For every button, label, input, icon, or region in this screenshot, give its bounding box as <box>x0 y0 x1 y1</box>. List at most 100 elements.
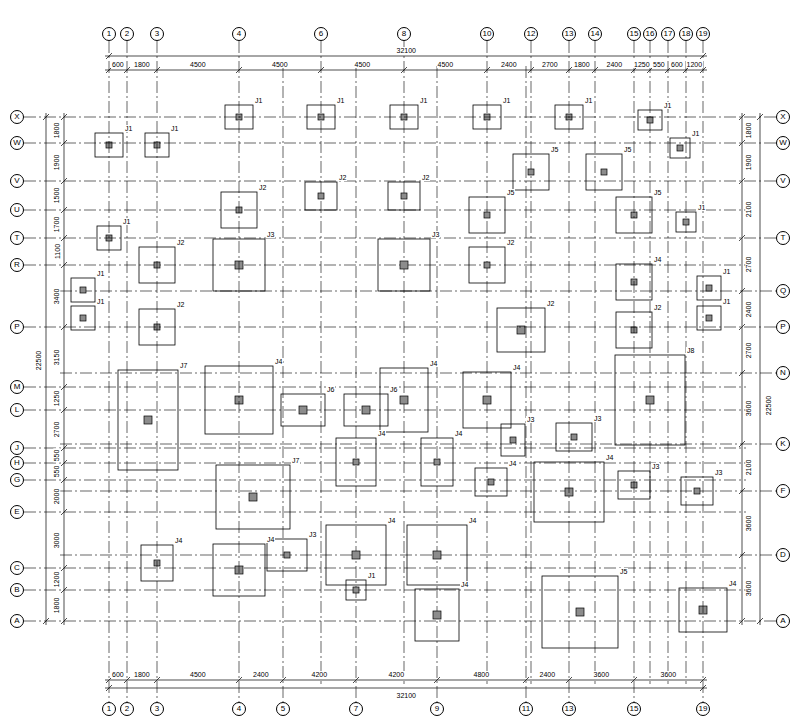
axis-bubble: Q <box>776 284 790 298</box>
axis-label: 15 <box>630 705 639 713</box>
text-run: J4 <box>729 580 736 587</box>
bubble-content: 1 <box>107 30 111 38</box>
axis-label: A <box>14 617 19 625</box>
footing-outline <box>305 182 337 210</box>
axis-bubble: 19 <box>696 27 710 41</box>
footing-outline <box>681 477 713 505</box>
text-run: J4 <box>469 517 476 524</box>
text-run: J1 <box>97 298 104 305</box>
footing-mark: J2 <box>258 184 267 191</box>
text-run: J4 <box>430 360 437 367</box>
bubble-content: W <box>779 139 787 147</box>
text-run: 4500 <box>190 61 206 68</box>
footing-mark: J5 <box>619 568 628 575</box>
text-run: 3600 <box>594 671 610 678</box>
dimension-text: 2400 <box>745 300 752 318</box>
text-run: 1250 <box>634 61 650 68</box>
footing-mark: J2 <box>338 174 347 181</box>
axis-label: J <box>15 444 19 452</box>
text-run: J5 <box>551 146 558 153</box>
footing-mark: J1 <box>254 97 263 104</box>
axis-bubble: R <box>10 258 24 272</box>
bubble-content: A <box>14 617 19 625</box>
text-run: J4 <box>267 536 274 543</box>
axis-label: T <box>781 234 786 242</box>
dimension-text: 1500 <box>53 187 60 205</box>
bubble-content: 3 <box>155 30 159 38</box>
bubble-content: 16 <box>646 30 655 38</box>
axis-line <box>24 327 776 328</box>
text-run: 4500 <box>190 671 206 678</box>
footing-mark: J1 <box>96 298 105 305</box>
axis-bubble: P <box>776 320 790 334</box>
overall-dimension: 32100 <box>396 47 417 54</box>
dimension-text: 3000 <box>53 531 60 549</box>
footing-mark: J4 <box>429 360 438 367</box>
axis-label: 19 <box>699 30 708 38</box>
axis-label: 9 <box>435 705 439 713</box>
bubble-content: 13 <box>565 30 574 38</box>
axis-label: 8 <box>402 30 406 38</box>
footing-mark: J3 <box>714 469 723 476</box>
axis-label: 17 <box>664 30 673 38</box>
axis-bubble: 5 <box>276 702 290 716</box>
text-run: J4 <box>606 454 613 461</box>
axis-bubble: V <box>10 174 24 188</box>
axis-bubble: 1 <box>102 27 116 41</box>
dimension-text: 3600 <box>745 579 752 597</box>
text-run: 4500 <box>355 61 371 68</box>
text-run: 4200 <box>312 671 328 678</box>
footing-mark: J5 <box>653 189 662 196</box>
footing-mark: J4 <box>387 517 396 524</box>
text-run: 2400 <box>540 671 556 678</box>
footing-outline <box>71 278 95 302</box>
text-run: J2 <box>547 300 554 307</box>
footing-mark: J2 <box>653 304 662 311</box>
axis-bubble: 17 <box>661 27 675 41</box>
axis-bubble: 14 <box>588 27 602 41</box>
text-run: 2000 <box>53 488 60 504</box>
axis-bubble: G <box>10 473 24 487</box>
column-section <box>694 488 700 494</box>
footing-mark: J4 <box>454 430 463 437</box>
text-run: 3600 <box>745 515 752 531</box>
bubble-content: 4 <box>237 30 241 38</box>
axis-bubble: T <box>10 231 24 245</box>
column-section <box>80 287 86 293</box>
bubble-content: X <box>14 113 19 121</box>
footing-mark: J5 <box>506 189 515 196</box>
text-run: 2700 <box>542 61 558 68</box>
dimension-text: 1700 <box>53 215 60 233</box>
text-run: J3 <box>267 231 274 238</box>
column-section <box>706 285 712 291</box>
dimension-text: 1100 <box>54 243 61 260</box>
column-section <box>318 114 324 120</box>
text-run: 2400 <box>501 61 517 68</box>
axis-line <box>24 117 776 118</box>
text-run: 2400 <box>745 301 752 317</box>
column-section <box>433 611 441 619</box>
axis-label: 19 <box>699 705 708 713</box>
dimension-lines <box>43 53 763 691</box>
overall-dimension: 22500 <box>765 394 772 415</box>
axis-label: A <box>780 617 785 625</box>
text-run: 2700 <box>745 342 752 358</box>
text-run: J1 <box>692 130 699 137</box>
footing-outline <box>281 394 325 426</box>
dimension-text: 2700 <box>53 420 60 438</box>
text-run: 32100 <box>397 692 416 699</box>
footing-outline <box>346 580 366 600</box>
text-run: 550 <box>53 466 60 478</box>
column-section <box>318 193 324 199</box>
text-run: 550 <box>53 450 60 462</box>
column-section <box>249 493 257 501</box>
column-section <box>433 551 441 559</box>
column-section <box>683 219 689 225</box>
axis-bubble: X <box>10 110 24 124</box>
footing-mark: J4 <box>508 460 517 467</box>
column-section <box>144 416 152 424</box>
axis-label: P <box>14 323 19 331</box>
axis-bubble: 16 <box>643 27 657 41</box>
dimension-text: 1800 <box>573 61 591 68</box>
